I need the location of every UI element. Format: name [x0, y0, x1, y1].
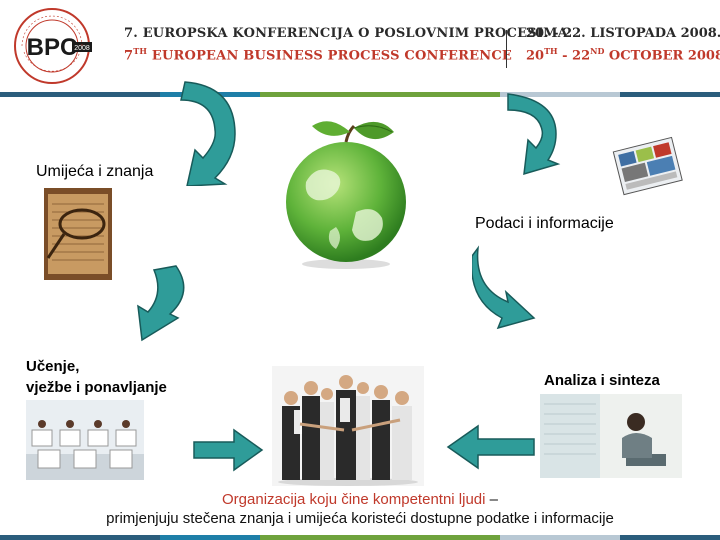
- curved-arrow-icon: [500, 88, 570, 178]
- header-divider: [506, 30, 507, 68]
- date-sup-b: ND: [590, 46, 604, 56]
- label-learning-line1: Učenje,: [26, 356, 167, 377]
- caption-dash: –: [485, 491, 498, 508]
- logo-text: BPC: [27, 34, 78, 61]
- conference-sup: TH: [133, 46, 147, 56]
- conference-num: 7: [124, 48, 133, 63]
- date-mid: - 22: [558, 48, 591, 63]
- conference-text-en: EUROPEAN BUSINESS PROCESS CONFERENCE: [147, 48, 512, 63]
- bar-segment: [620, 535, 720, 540]
- footer-color-bar: [0, 535, 720, 540]
- curved-arrow-icon: [124, 262, 194, 346]
- bar-segment: [0, 535, 160, 540]
- label-learning: Učenje, vježbe i ponavljanje: [26, 356, 167, 398]
- left-arrow-icon: [446, 424, 536, 470]
- date-sup-a: TH: [544, 46, 558, 56]
- bpc-logo: BPC 2008: [10, 6, 94, 86]
- curved-arrow-icon: [155, 76, 245, 186]
- label-learning-line2: vježbe i ponavljanje: [26, 377, 167, 398]
- bar-segment: [500, 535, 620, 540]
- date-hr: 20. - 22. LISTOPADA 2008.: [526, 26, 720, 41]
- old-book-image: [44, 188, 112, 280]
- conference-title-en: 7TH EUROPEAN BUSINESS PROCESS CONFERENCE: [124, 46, 512, 63]
- date-a: 20: [526, 48, 544, 63]
- label-data-information: Podaci i informacije: [475, 215, 614, 233]
- analysis-worker-image: [540, 394, 682, 478]
- caption-line2: primjenjuju stečena znanja i umijeća kor…: [0, 509, 720, 528]
- conference-title-hr: 7. EUROPSKA KONFERENCIJA O POSLOVNIM PRO…: [124, 26, 568, 41]
- bar-segment: [620, 92, 720, 97]
- label-analysis-synthesis: Analiza i sinteza: [544, 372, 660, 389]
- bar-segment: [260, 92, 500, 97]
- bar-segment: [160, 535, 260, 540]
- computer-classroom-image: [26, 400, 144, 480]
- label-skills-knowledge: Umijeća i znanja: [36, 163, 153, 181]
- team-hands-image: [272, 366, 424, 486]
- date-en: 20TH - 22ND OCTOBER 2008: [526, 46, 720, 63]
- computer-collage-image: [612, 136, 684, 198]
- caption: Organizacija koju čine kompetentni ljudi…: [0, 490, 720, 528]
- header-color-bar: [0, 92, 720, 97]
- date-end: OCTOBER 2008: [604, 48, 720, 63]
- bar-segment: [0, 92, 160, 97]
- header: BPC 2008 7. EUROPSKA KONFERENCIJA O POSL…: [0, 0, 720, 92]
- logo-badge: 2008: [74, 45, 90, 52]
- caption-line1: Organizacija koju čine kompetentni ljudi…: [0, 490, 720, 509]
- right-arrow-icon: [192, 428, 264, 472]
- curved-arrow-icon: [472, 240, 542, 332]
- green-globe-image: [276, 102, 416, 272]
- caption-highlight: Organizacija koju čine kompetentni ljudi: [222, 491, 485, 508]
- bar-segment: [260, 535, 500, 540]
